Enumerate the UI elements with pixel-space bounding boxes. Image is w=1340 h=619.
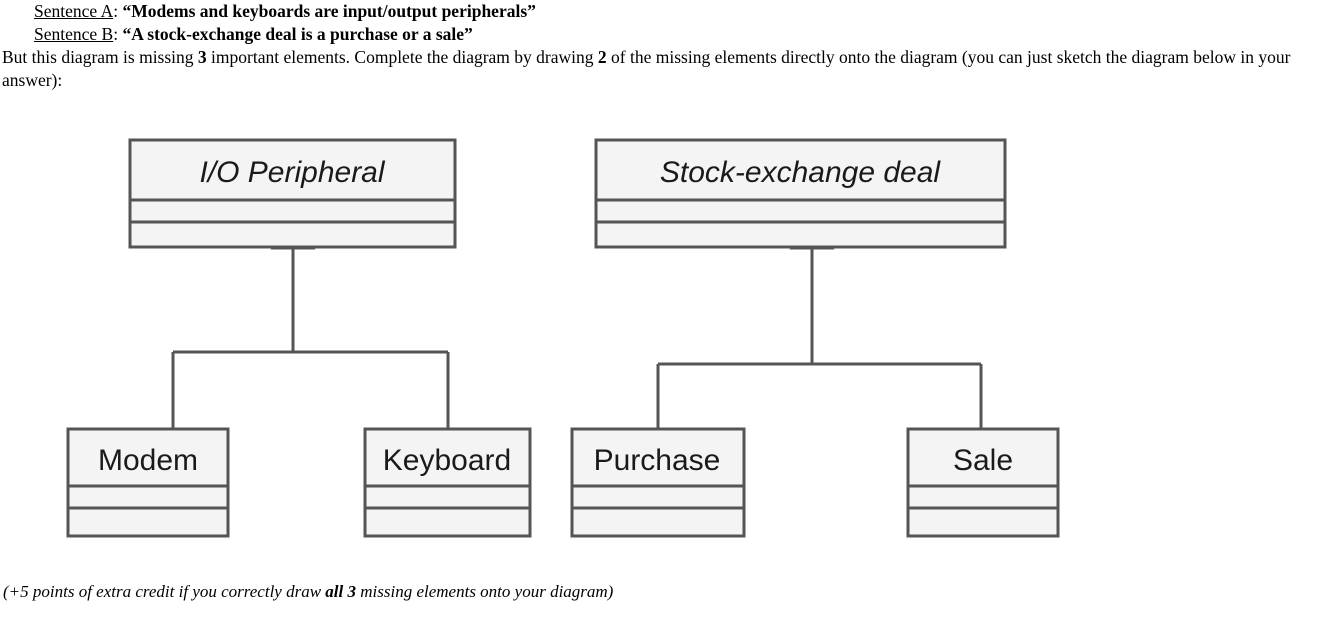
class-name-sale: Sale bbox=[953, 444, 1013, 477]
class-box-modem[interactable]: Modem bbox=[66, 427, 230, 538]
class-name-stock-exchange-deal: Stock-exchange deal bbox=[660, 156, 942, 189]
sentence-b-line: Sentence B: “A stock-exchange deal is a … bbox=[0, 23, 1340, 46]
instruction-part-3: of the missing elements directly onto th… bbox=[2, 47, 1291, 90]
class-box-outline bbox=[128, 138, 457, 249]
instruction-part-2: important elements. Complete the diagram… bbox=[206, 47, 598, 67]
extra-credit-note: (+5 points of extra credit if you correc… bbox=[3, 581, 613, 603]
sentence-b-separator: : bbox=[113, 24, 119, 44]
sentence-a-label: Sentence A bbox=[34, 1, 114, 21]
class-box-keyboard[interactable]: Keyboard bbox=[363, 427, 532, 538]
class-name-keyboard: Keyboard bbox=[383, 444, 511, 477]
class-box-sale[interactable]: Sale bbox=[906, 427, 1060, 538]
class-box-purchase[interactable]: Purchase bbox=[570, 427, 746, 538]
sentence-b-quote: “A stock-exchange deal is a purchase or … bbox=[122, 24, 473, 44]
uml-class-diagram: I/O Peripheral Stock-exchange deal Modem… bbox=[0, 120, 1340, 560]
class-box-outline bbox=[66, 427, 230, 538]
class-name-purchase: Purchase bbox=[594, 444, 721, 477]
class-box-outline bbox=[906, 427, 1060, 538]
extra-credit-part-1: (+5 points of extra credit if you correc… bbox=[3, 582, 326, 601]
extra-credit-part-2: missing elements onto your diagram) bbox=[356, 582, 614, 601]
instruction-part-1: But this diagram is missing bbox=[2, 47, 198, 67]
sentence-a-line: Sentence A: “Modems and keyboards are in… bbox=[0, 0, 1340, 23]
sentence-a-separator: : bbox=[113, 1, 119, 21]
draw-elements-count: 2 bbox=[597, 47, 607, 67]
sentence-b-label: Sentence B bbox=[34, 24, 114, 44]
extra-credit-emphasis: all 3 bbox=[325, 582, 356, 601]
missing-elements-count: 3 bbox=[197, 47, 207, 67]
class-name-modem: Modem bbox=[98, 444, 198, 477]
class-box-outline bbox=[570, 427, 746, 538]
class-box-outline bbox=[594, 138, 1007, 249]
class-name-io-peripheral: I/O Peripheral bbox=[199, 156, 385, 189]
class-box-stock-exchange-deal[interactable]: Stock-exchange deal bbox=[594, 138, 1007, 249]
class-box-io-peripheral[interactable]: I/O Peripheral bbox=[128, 138, 457, 249]
instruction-paragraph: But this diagram is missing 3 important … bbox=[0, 46, 1340, 92]
question-block: Sentence A: “Modems and keyboards are in… bbox=[0, 0, 1340, 92]
sentence-a-quote: “Modems and keyboards are input/output p… bbox=[122, 1, 536, 21]
class-box-outline bbox=[363, 427, 532, 538]
